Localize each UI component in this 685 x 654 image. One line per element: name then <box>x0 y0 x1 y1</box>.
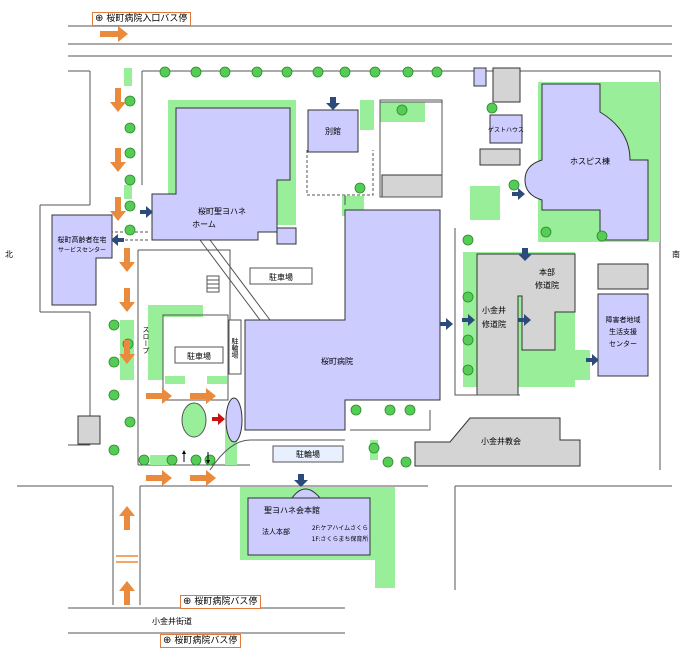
gray-building <box>381 174 443 198</box>
entrance-arrow <box>326 97 340 110</box>
hospital-building <box>244 209 441 431</box>
honkan-entrance <box>291 488 322 499</box>
bus-stop-south-1-label: 桜町病院バス停 <box>194 597 258 607</box>
support-center-label-2: 生活支援 <box>609 327 637 336</box>
bus-stop-south-2-label: 桜町病院バス停 <box>174 636 238 646</box>
small-arrows <box>182 450 210 464</box>
entrance-arrow <box>512 188 525 200</box>
arrow-right <box>146 470 172 486</box>
crosswalk <box>116 555 138 563</box>
church-label: 小金井教会 <box>481 436 521 446</box>
seiyohane-home-label-2: ホーム <box>192 220 216 229</box>
arrow-right <box>190 470 216 486</box>
honbu-label-2: 修道院 <box>535 280 559 290</box>
seiyohane-home-building <box>151 107 291 241</box>
entrance-arrow <box>462 314 475 326</box>
bus-stop-icon: ⊕ <box>163 635 172 646</box>
entrance-arrow <box>140 206 153 218</box>
entrance-arrows <box>111 97 599 487</box>
arrow-down <box>110 88 126 112</box>
koganei-kaido-label: 小金井街道 <box>152 616 192 626</box>
honkan-1f-label: 1F:さくらまち保育所 <box>312 535 369 543</box>
bike-parking-label-1: 駐輪場 <box>231 337 239 360</box>
hospital-label: 桜町病院 <box>321 356 353 366</box>
gray-buildings <box>77 67 649 467</box>
parking-label-2: 駐車場 <box>187 351 211 361</box>
arrow-down <box>110 197 126 221</box>
seiyohane-home-annex <box>276 227 297 245</box>
gray-building <box>597 263 649 290</box>
koganei-label-1: 小金井 <box>482 305 506 315</box>
bus-stop-north: ⊕桜町病院入口バス停 <box>92 12 192 26</box>
arrow-right <box>146 388 172 404</box>
arrow-down <box>110 148 126 172</box>
koganei-label-2: 修道院 <box>482 319 506 329</box>
entrance-arrow <box>586 354 599 366</box>
gray-building <box>492 67 521 103</box>
honkan-2f-label: 2F:ケアハイムさくら <box>312 525 368 532</box>
guest-house-building <box>489 114 523 144</box>
arrow-down <box>119 340 135 364</box>
outline-boxes <box>80 99 520 471</box>
support-center-building <box>597 293 649 377</box>
parking-label-1: 駐車場 <box>269 272 293 282</box>
entrance-arrow <box>294 474 308 487</box>
hospital-entrance <box>225 397 243 443</box>
elderly-center-label-1: 桜町高齢者在宅 <box>58 235 107 244</box>
honkan-hq-label: 法人本部 <box>262 527 290 536</box>
hospice-label: ホスピス棟 <box>570 156 610 166</box>
annex-building <box>307 109 359 153</box>
entrance-arrow <box>440 318 453 330</box>
label-boxes <box>174 267 344 463</box>
route-arrows <box>100 26 216 605</box>
entrance-arrow <box>111 234 124 246</box>
honbu-label-1: 本部 <box>539 267 555 277</box>
bike-parking-label-2: 駐輪場 <box>296 449 320 459</box>
arrow-down <box>119 288 135 312</box>
church-building <box>414 417 581 467</box>
arrow-right <box>100 26 128 42</box>
elderly-center-building <box>51 214 113 306</box>
bus-stop-north-label: 桜町病院入口バス停 <box>106 14 188 24</box>
small-blue-building <box>473 67 487 87</box>
seiyohane-home-label-1: 桜町聖ヨハネ <box>198 206 246 216</box>
bus-stop-icon: ⊕ <box>183 596 192 607</box>
elderly-center-label-2: サービスセンター <box>58 246 106 254</box>
slope-label: スロープ <box>142 326 150 354</box>
hospital-main-entrance-arrow <box>212 413 225 425</box>
north-label: 北 <box>5 250 13 259</box>
arrow-up <box>119 506 135 530</box>
arrow-right <box>190 388 216 404</box>
arrow-down <box>119 248 135 272</box>
pond <box>181 402 207 438</box>
gray-building <box>77 415 101 445</box>
support-center-label-1: 障害者地域 <box>606 315 641 324</box>
bus-stop-south-1: ⊕桜町病院バス停 <box>180 595 262 609</box>
entrance-arrow <box>518 314 531 326</box>
arrow-up <box>119 581 135 605</box>
bus-stop-icon: ⊕ <box>95 13 104 24</box>
support-center-label-3: センター <box>609 339 637 348</box>
honkan-building <box>247 497 371 556</box>
hospice-building <box>524 83 649 241</box>
gray-building <box>479 148 521 166</box>
south-label: 南 <box>672 249 680 259</box>
honkan-title: 聖ヨハネ会本館 <box>264 505 320 515</box>
bus-stop-south-2: ⊕桜町病院バス停 <box>160 634 242 648</box>
blue-buildings <box>51 67 649 556</box>
annex-label: 別館 <box>325 126 341 136</box>
guest-house-label: ゲストハウス <box>488 126 524 134</box>
entrance-arrow <box>518 248 532 261</box>
